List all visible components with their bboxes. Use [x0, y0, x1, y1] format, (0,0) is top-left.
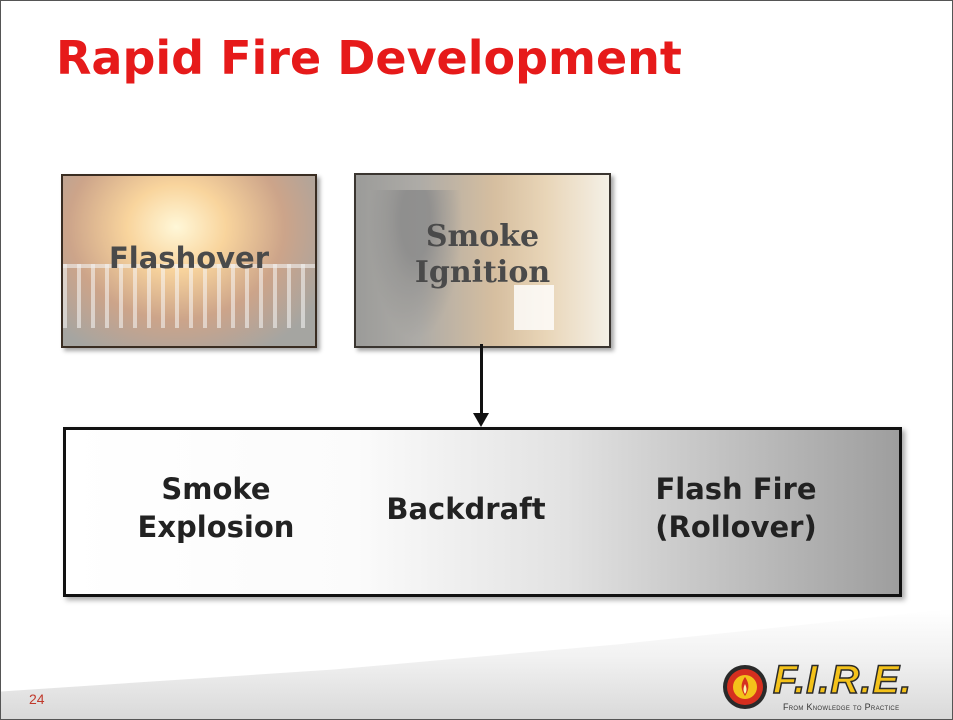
fire-logo: F.I.R.E. From Knowledge to Practice [721, 657, 946, 716]
logo-tagline: From Knowledge to Practice [783, 702, 900, 712]
connector-arrow-line [480, 344, 483, 416]
flashover-photo: Flashover [61, 174, 317, 348]
slide-title: Rapid Fire Development [56, 31, 682, 85]
page-number: 24 [29, 691, 45, 707]
fire-badge-icon [723, 665, 767, 709]
flashover-label: Flashover [108, 241, 270, 275]
window-glow [514, 285, 554, 330]
firefighter-silhouette [368, 190, 463, 340]
porch-railing [63, 264, 315, 328]
term-flash-fire: Flash Fire (Rollover) [655, 472, 817, 544]
down-arrow-icon [473, 413, 489, 427]
term-backdraft: Backdraft [386, 492, 546, 526]
smoke-ignition-label: Smoke Ignition [414, 219, 551, 290]
phenomena-box: Smoke Explosion Backdraft Flash Fire (Ro… [63, 427, 902, 597]
smoke-ignition-photo: Smoke Ignition [354, 173, 611, 348]
term-smoke-explosion: Smoke Explosion [137, 472, 295, 544]
logo-wordmark: F.I.R.E. [772, 657, 913, 703]
